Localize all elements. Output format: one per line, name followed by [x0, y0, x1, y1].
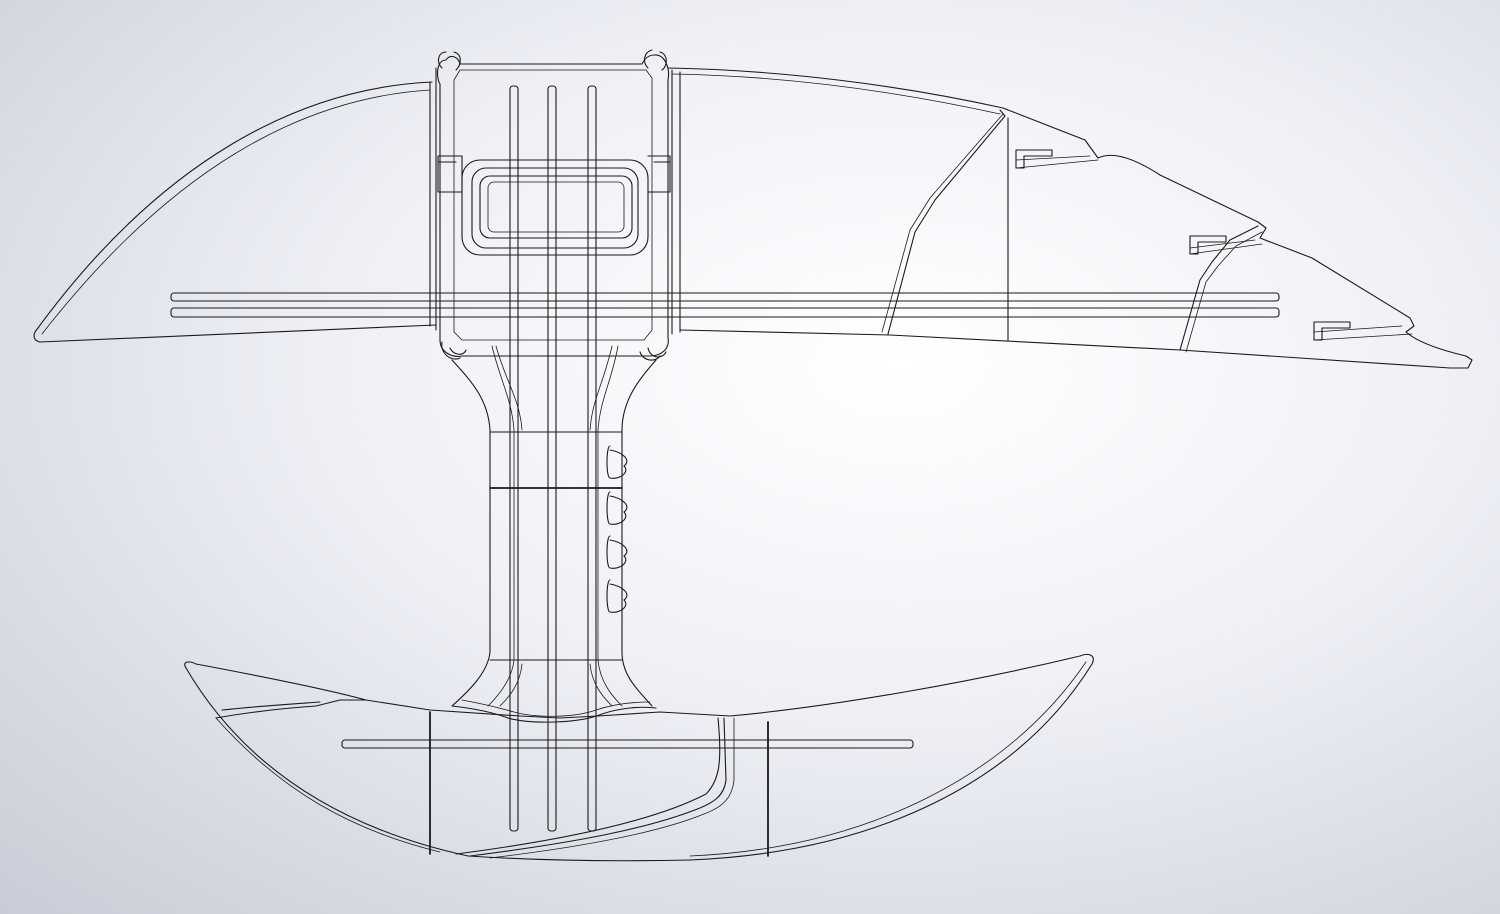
collar-left-rim [437, 51, 461, 71]
upper-blade-notch-3 [1313, 321, 1413, 341]
upper-blade-bevel-2 [1179, 225, 1259, 351]
handle-shaft [451, 345, 657, 723]
upper-blade-right-inner-edge [671, 73, 1001, 115]
collar-right-rim [643, 49, 667, 71]
finger-notch-2 [606, 491, 628, 525]
lower-blade-right-outer [467, 663, 1093, 862]
lower-blade-right-inner [689, 661, 1087, 857]
upper-blade-left-inner-edge [41, 89, 431, 335]
collar-bottom-rim-right [639, 347, 667, 361]
lower-blade-left-inner [215, 717, 441, 853]
upper-blade-rod-2 [170, 307, 1280, 318]
upper-blade-left-edge [33, 81, 437, 343]
handle-base-flare-inner [461, 699, 651, 717]
handle-base-flare [451, 705, 657, 723]
handle-outline-left [451, 359, 491, 707]
upper-blade-bevel-2b [1185, 231, 1263, 353]
collar-side-right [671, 69, 681, 335]
handle-finger-notches [606, 445, 628, 613]
finger-notch-3 [606, 535, 628, 569]
collar-slot-mid [471, 167, 639, 249]
finger-notch-1 [606, 445, 628, 479]
upper-blade-bevel-1b [881, 113, 1004, 333]
lower-blade-left-outer [185, 667, 469, 857]
collar-outer [436, 54, 670, 357]
handle-inner-left [487, 345, 515, 707]
finger-notch-4 [606, 579, 628, 613]
lower-blade [184, 653, 1094, 862]
collar-slot-tab-left [437, 155, 463, 193]
lower-blade-rod [341, 739, 914, 749]
lower-blade-upper-edge [184, 653, 1094, 719]
upper-blade-bevel-1 [887, 109, 1006, 335]
collar-slot-tab-right [647, 155, 671, 193]
upper-blade [33, 67, 1473, 369]
upper-blade-rod-1 [170, 292, 1280, 302]
handle-inner-left-2 [495, 345, 523, 707]
upper-blade-notch-1 [1015, 149, 1099, 169]
handle-outline-right [621, 359, 657, 707]
collar-groove-1 [509, 85, 519, 832]
lower-blade-curve-bevel [455, 717, 721, 855]
upper-blade-notch-2 [1189, 235, 1263, 255]
collar-side-left [429, 67, 437, 331]
lower-blade-curve-bevel-3 [489, 717, 735, 859]
upper-blade-right-top-edge [667, 67, 1473, 369]
collar-bottom-rim-left [441, 341, 467, 360]
lower-blade-left-bevel [215, 699, 367, 719]
lower-blade-curve-bevel-2 [469, 717, 727, 857]
collar-slot-outer [461, 159, 649, 256]
collar-inner [453, 69, 653, 341]
collar-groove-3 [587, 85, 597, 832]
collar-groove-2 [547, 85, 557, 832]
handle-inner-right-2 [589, 345, 613, 707]
handle-inner-right [597, 345, 623, 707]
head-collar [429, 49, 681, 832]
